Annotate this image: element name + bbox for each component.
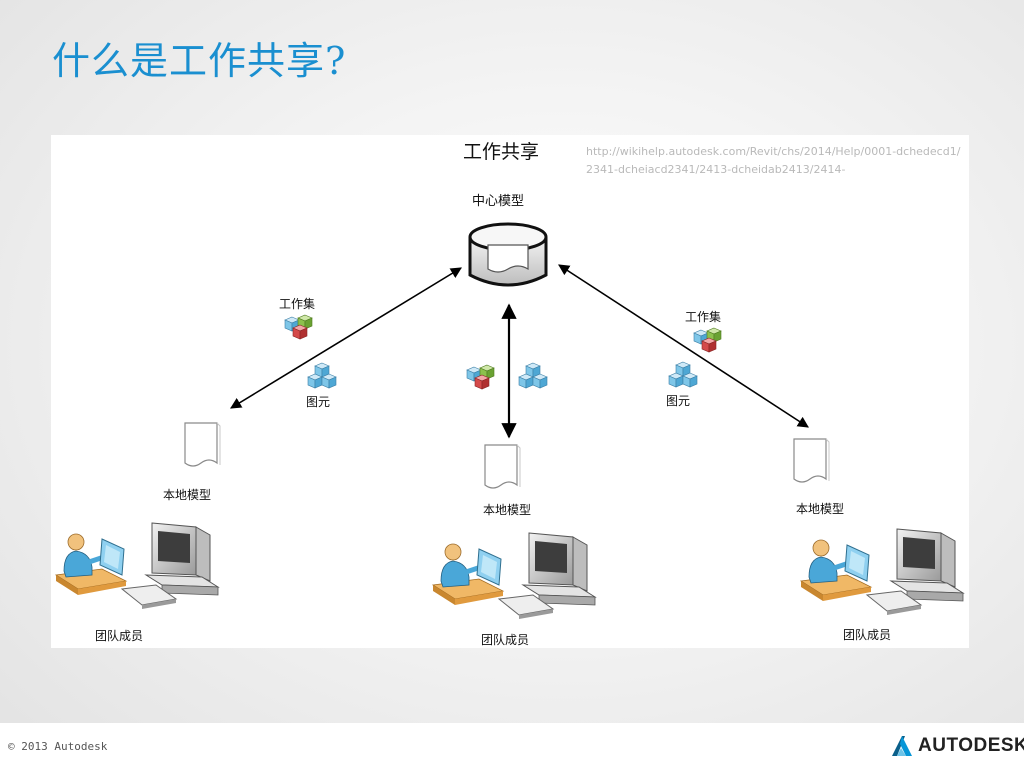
workset-cubes-icon	[694, 328, 721, 352]
diagram-title: 工作共享	[463, 141, 540, 163]
team-member-label: 团队成员	[95, 629, 144, 643]
copyright-text: © 2013 Autodesk	[8, 740, 108, 753]
element-cubes-icon	[308, 363, 336, 388]
central-model-label: 中心模型	[472, 194, 525, 209]
element-cubes-icon	[669, 362, 697, 387]
workset-cubes-icon	[467, 365, 494, 389]
database-icon	[468, 222, 548, 287]
source-url: http://wikihelp.autodesk.com/Revit/chs/2…	[586, 145, 961, 176]
local-model-label: 本地模型	[163, 488, 212, 502]
diagram-graphics	[51, 222, 969, 648]
link-left	[230, 267, 462, 409]
workshare-diagram: 工作共享 http://wikihelp.autodesk.com/Revit/…	[51, 135, 969, 648]
workstation-icon	[56, 523, 218, 609]
workset-cubes-icon	[285, 315, 312, 339]
brand-name: AUTODESK.	[918, 735, 1024, 756]
document-icon	[793, 438, 830, 483]
element-label: 图元	[666, 394, 691, 408]
workset-label: 工作集	[685, 310, 722, 324]
slide-title: 什么是工作共享?	[52, 39, 347, 83]
local-model-label: 本地模型	[796, 502, 845, 516]
link-right	[558, 264, 809, 428]
team-member-label: 团队成员	[481, 633, 530, 647]
element-label: 图元	[306, 395, 331, 409]
document-icon	[484, 444, 521, 489]
autodesk-logo: AUTODESK.	[890, 731, 1024, 761]
team-member-label: 团队成员	[843, 628, 892, 642]
slide-footer: © 2013 Autodesk AUTODESK.	[0, 723, 1024, 768]
autodesk-a-icon	[892, 736, 912, 756]
local-model-label: 本地模型	[483, 503, 532, 517]
document-icon	[184, 422, 221, 467]
workstation-icon	[801, 529, 963, 615]
workset-label: 工作集	[279, 297, 316, 311]
workstation-icon	[433, 533, 595, 619]
element-cubes-icon	[519, 363, 547, 388]
